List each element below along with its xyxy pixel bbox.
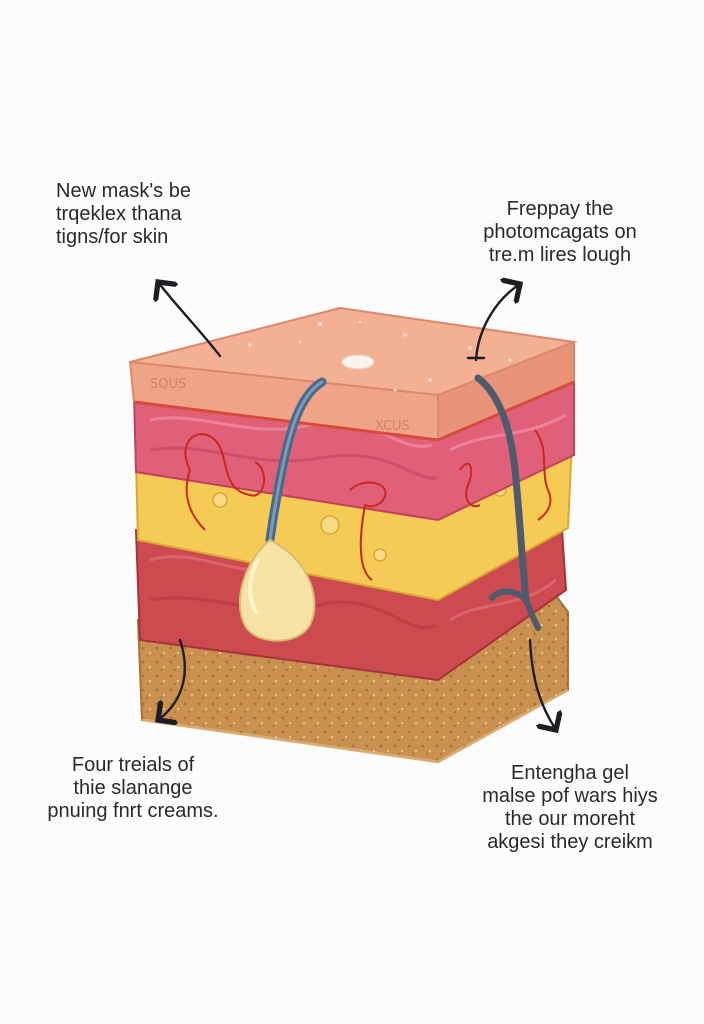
callout-line: photomcagats on (483, 221, 637, 243)
block-label-right: XCUS (375, 419, 410, 434)
callout-line: pnuing fnrt creams. (47, 800, 219, 822)
callout-line: trqeklex thana (56, 203, 182, 225)
arrow-bottom-left (158, 638, 186, 720)
callout-line: tre.m lires lough (488, 244, 632, 266)
arrow-top-left (158, 282, 222, 358)
arrow-top-right (474, 284, 520, 362)
hair-bulb (238, 538, 316, 642)
callout-line: New mask's be (56, 180, 191, 202)
callout-bottom-right: Entengha gel malse pof wars hiys the our… (470, 762, 670, 854)
epidermis-layer: SQUS XCUS (128, 306, 578, 442)
callout-line: Entengha gel (511, 762, 629, 784)
callout-line: Four treials of (71, 754, 195, 776)
block-label-left: SQUS (150, 377, 186, 392)
callout-line: Freppay the (506, 198, 614, 220)
callout-line: malse pof wars hiys (482, 785, 658, 807)
callout-top-right: Freppay the photomcagats on tre.m lires … (470, 198, 650, 267)
callout-line: thie slanange (73, 777, 193, 799)
callout-bottom-left: Four treials of thie slanange pnuing fnr… (38, 754, 228, 823)
hair-follicle (238, 377, 327, 642)
blood-vessels (184, 429, 552, 581)
pointer-arrows (158, 282, 556, 730)
hair-shaft (474, 374, 541, 631)
callout-top-left: New mask's be trqeklex thana tigns/for s… (56, 180, 191, 249)
callout-line: akgesi they creikm (487, 831, 653, 853)
callout-line: tigns/for skin (56, 226, 169, 248)
arrow-bottom-right (528, 638, 556, 730)
callout-line: the our moreht (504, 808, 636, 830)
